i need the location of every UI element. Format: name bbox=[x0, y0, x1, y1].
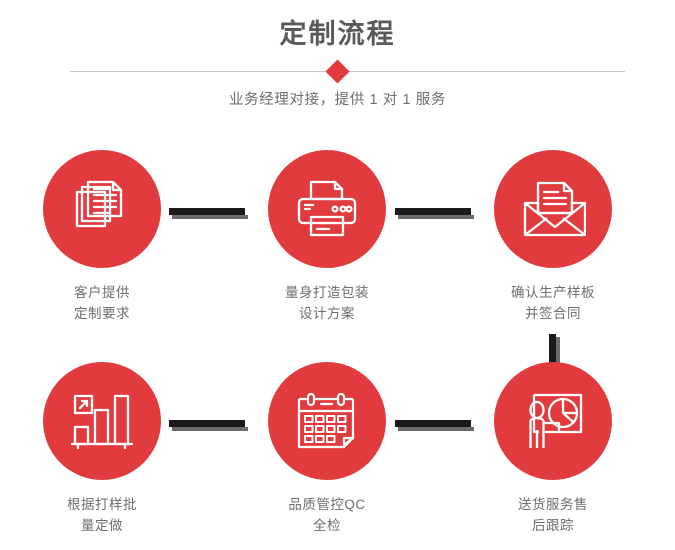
flow-step-1[interactable]: 客户提供 定制要求 bbox=[12, 150, 192, 324]
presenter-pie-chart-icon bbox=[529, 393, 583, 448]
connector-shadow bbox=[172, 215, 248, 219]
connector-shadow bbox=[556, 337, 560, 377]
flow-step-3[interactable]: 确认生产样板 并签合同 bbox=[463, 150, 643, 324]
connector-bar bbox=[395, 208, 471, 215]
flow-step-6-label: 送货服务售 后跟踪 bbox=[518, 497, 588, 533]
flow-step-6[interactable]: 送货服务售 后跟踪 bbox=[463, 362, 643, 536]
connector-shadow bbox=[172, 427, 248, 431]
flow-step-5[interactable]: 品质管控QC 全检 bbox=[237, 362, 417, 536]
connector-shadow bbox=[398, 215, 474, 219]
connector-bar bbox=[169, 420, 245, 427]
connector-bar bbox=[549, 334, 556, 374]
calendar-icon bbox=[297, 392, 355, 449]
flow-step-4-circle[interactable] bbox=[43, 362, 161, 480]
process-flow-diagram: 客户提供 定制要求 bbox=[0, 140, 675, 550]
printer-icon bbox=[297, 180, 357, 237]
flow-step-5-label: 品质管控QC 全检 bbox=[288, 497, 366, 533]
connector-bar bbox=[169, 208, 245, 215]
flow-step-3-circle[interactable] bbox=[494, 150, 612, 268]
page-subtitle: 业务经理对接，提供 1 对 1 服务 bbox=[228, 92, 447, 108]
connector-step1-step2 bbox=[169, 208, 248, 219]
title-divider bbox=[0, 58, 675, 89]
flow-step-2-label: 量身打造包装 设计方案 bbox=[285, 285, 369, 321]
flow-step-6-circle[interactable] bbox=[494, 362, 612, 480]
flow-step-1-label: 客户提供 定制要求 bbox=[74, 285, 130, 321]
flow-step-4-label: 根据打样批 量定做 bbox=[67, 497, 137, 533]
open-envelope-document-icon bbox=[523, 181, 586, 237]
diamond-icon bbox=[325, 58, 350, 84]
connector-step5-step6 bbox=[395, 420, 474, 431]
connector-step4-step5 bbox=[169, 420, 248, 431]
page-title: 定制流程 bbox=[279, 19, 396, 49]
flow-step-1-circle[interactable] bbox=[43, 150, 161, 268]
connector-step3-step6 bbox=[549, 334, 560, 377]
flow-step-3-label: 确认生产样板 并签合同 bbox=[511, 285, 595, 321]
connector-bar bbox=[395, 420, 471, 427]
connector-step2-step3 bbox=[395, 208, 474, 219]
header-section: 定制流程 业务经理对接，提供 1 对 1 服务 bbox=[0, 0, 675, 125]
flow-step-2-circle[interactable] bbox=[268, 150, 386, 268]
documents-stack-icon bbox=[75, 180, 123, 228]
flow-step-2[interactable]: 量身打造包装 设计方案 bbox=[237, 150, 417, 324]
flow-step-4[interactable]: 根据打样批 量定做 bbox=[12, 362, 192, 536]
connector-shadow bbox=[398, 427, 474, 431]
bar-chart-growth-icon bbox=[71, 394, 133, 450]
flow-step-5-circle[interactable] bbox=[268, 362, 386, 480]
